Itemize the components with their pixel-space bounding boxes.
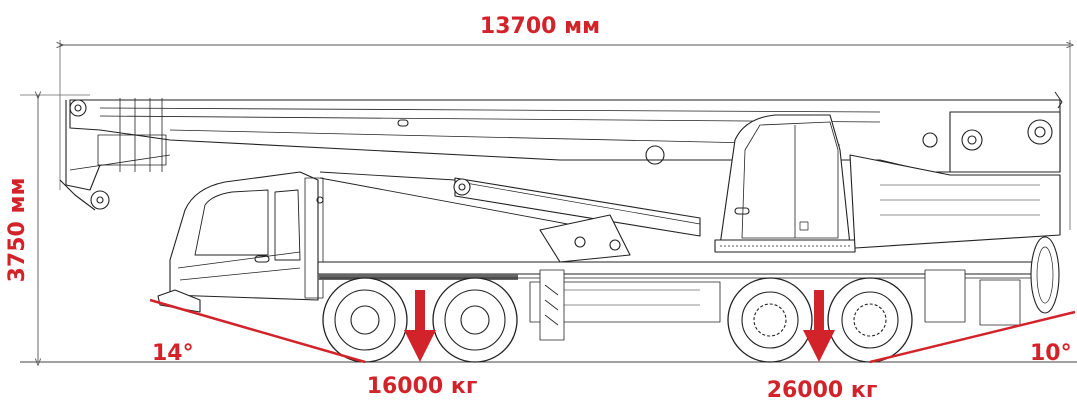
truck-cabin [157,171,324,313]
rear-axle-wheel-1 [727,277,813,363]
crane-truck [59,91,1063,363]
chassis-frame [317,236,1060,341]
height-dimension [20,95,90,362]
approach-angle-label: 14° [152,341,194,366]
wheels [322,277,913,363]
approach-angle-line [149,298,366,364]
length-dimension [60,40,1070,230]
overall-length-label: 13700 мм [480,14,600,39]
overall-height-label: 3750 мм [5,178,30,283]
operator-cab [714,114,1061,253]
front-axle-wheel-2 [432,277,518,363]
rear-axle-load-arrow [803,290,835,362]
front-axle-load-label: 16000 кг [367,374,478,399]
rear-axle-wheel-2 [827,277,913,363]
front-axle-wheel-1 [322,277,408,363]
departure-angle-line [869,310,1076,364]
luffing-cylinder [319,171,701,263]
front-axle-load-arrow [404,290,436,362]
rear-axle-load-label: 26000 кг [767,378,878,400]
departure-angle-label: 10° [1030,341,1072,366]
